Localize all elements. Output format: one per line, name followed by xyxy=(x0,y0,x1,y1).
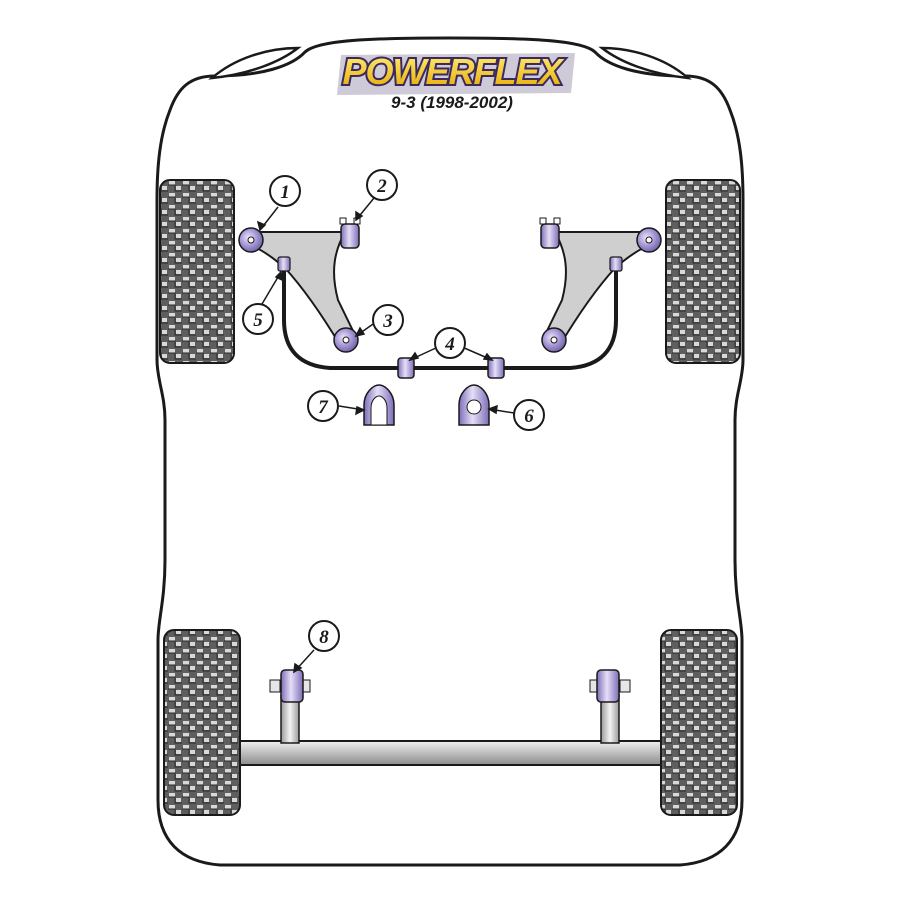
callout-6-label: 6 xyxy=(524,406,534,427)
callout-6: 6 xyxy=(513,399,545,431)
model-years-label: 9-3 (1998-2002) xyxy=(391,93,513,112)
callout-4-label: 4 xyxy=(444,334,455,355)
tire-tread-icon xyxy=(159,179,741,816)
callout-1-label: 1 xyxy=(280,182,290,203)
brand-logo-text: POWERFLEX xyxy=(342,51,564,92)
callout-4: 4 xyxy=(434,327,466,359)
callout-1: 1 xyxy=(269,175,301,207)
rear-bushing-icon xyxy=(269,669,631,703)
front-lower-arm-left xyxy=(249,231,357,347)
polyurethane-bushing-icon xyxy=(238,217,662,426)
callout-2: 2 xyxy=(366,169,398,201)
powerflex-logo: POWERFLEX 9-3 (1998-2002) xyxy=(337,49,575,112)
callout-5: 5 xyxy=(242,303,274,335)
callout-7-label: 7 xyxy=(318,397,329,418)
front-anti-roll-bar xyxy=(282,270,618,370)
callout-5-label: 5 xyxy=(253,310,263,331)
callout-leaders xyxy=(256,197,515,674)
callout-7: 7 xyxy=(307,390,339,422)
callout-3-label: 3 xyxy=(382,311,393,332)
front-lower-arm-right xyxy=(543,231,651,347)
callout-2-label: 2 xyxy=(376,176,387,197)
callout-3: 3 xyxy=(372,304,404,336)
callout-8-label: 8 xyxy=(319,627,329,648)
callout-8: 8 xyxy=(308,620,340,652)
